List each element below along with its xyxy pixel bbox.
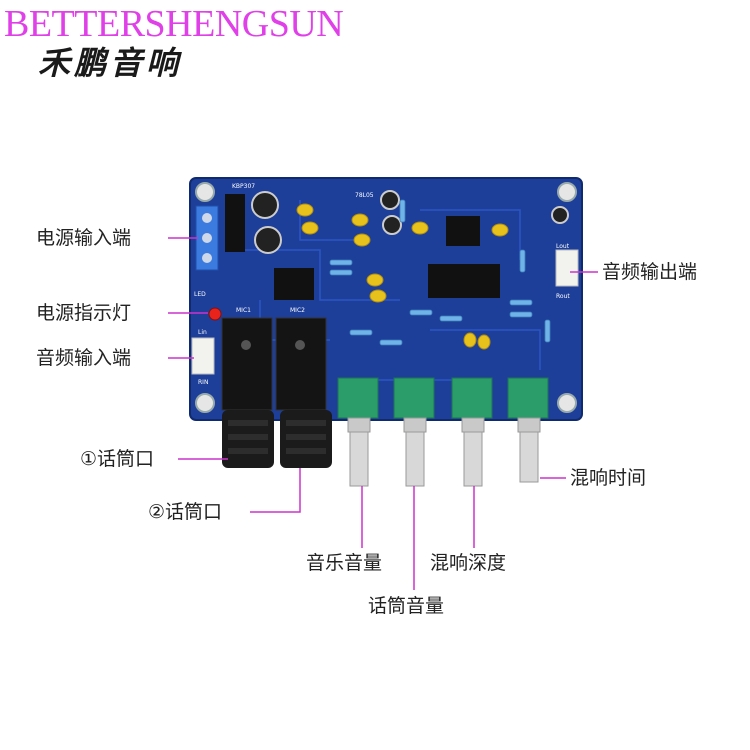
potentiometers xyxy=(337,377,549,487)
mic-volume-pot-body xyxy=(393,377,435,419)
leader-mic2 xyxy=(250,468,301,513)
reverb-depth-pot-body xyxy=(451,377,493,419)
label-reverb-time: 混响时间 xyxy=(570,467,647,489)
pcb-board: KBP307 78L05 xyxy=(189,177,583,421)
label-mic1: ①话筒口 xyxy=(80,448,155,470)
mic2-jack-housing xyxy=(275,317,327,411)
regulator-label: 78L05 xyxy=(355,192,374,199)
label-reverb-depth: 混响深度 xyxy=(430,552,507,574)
chip-label: KBP307 xyxy=(232,183,255,190)
label-power-input: 电源输入端 xyxy=(36,227,132,249)
reverb-depth-knob xyxy=(463,431,483,487)
music-volume-knob xyxy=(349,431,369,487)
mic2-label: MIC2 xyxy=(290,307,305,314)
label-mic2: ②话筒口 xyxy=(148,501,223,523)
reverb-time-pot-body xyxy=(507,377,549,419)
mic1-label: MIC1 xyxy=(236,307,251,314)
label-music-volume: 音乐音量 xyxy=(306,552,383,574)
mount-hole xyxy=(557,182,577,202)
ic-chip xyxy=(274,268,314,300)
music-volume-pot-body xyxy=(337,377,379,419)
capacitor xyxy=(254,226,282,254)
mic1-jack-housing xyxy=(221,317,273,411)
ic-chip-reverb xyxy=(428,264,500,298)
led-label: LED xyxy=(194,291,206,298)
mount-hole xyxy=(195,182,215,202)
mount-hole xyxy=(557,393,577,413)
capacitor xyxy=(551,206,569,224)
audio-output-connector xyxy=(555,249,579,287)
rout-label: Rout xyxy=(556,293,570,300)
rectifier-chip xyxy=(225,194,245,252)
ic-chip xyxy=(446,216,480,246)
lin-label: Lin xyxy=(198,329,207,336)
capacitor xyxy=(251,191,279,219)
audio-input-connector xyxy=(191,337,215,375)
label-audio-output: 音频输出端 xyxy=(602,261,698,283)
lout-label: Lout xyxy=(556,243,570,250)
label-audio-input: 音频输入端 xyxy=(36,347,132,369)
power-led xyxy=(208,307,222,321)
capacitor xyxy=(380,190,400,210)
rin-label: RIN xyxy=(198,379,208,386)
brand-title: BETTERSHENGSUN xyxy=(4,3,344,45)
capacitor xyxy=(382,215,402,235)
mount-hole xyxy=(195,393,215,413)
mic-jacks xyxy=(222,410,332,468)
reverb-time-knob xyxy=(519,431,539,483)
label-mic-volume: 话筒音量 xyxy=(368,595,445,617)
leader-lines xyxy=(168,237,598,590)
brand-chinese-logo: 禾鹏音响 xyxy=(38,44,183,82)
label-power-indicator: 电源指示灯 xyxy=(36,302,132,324)
mic-volume-knob xyxy=(405,431,425,487)
